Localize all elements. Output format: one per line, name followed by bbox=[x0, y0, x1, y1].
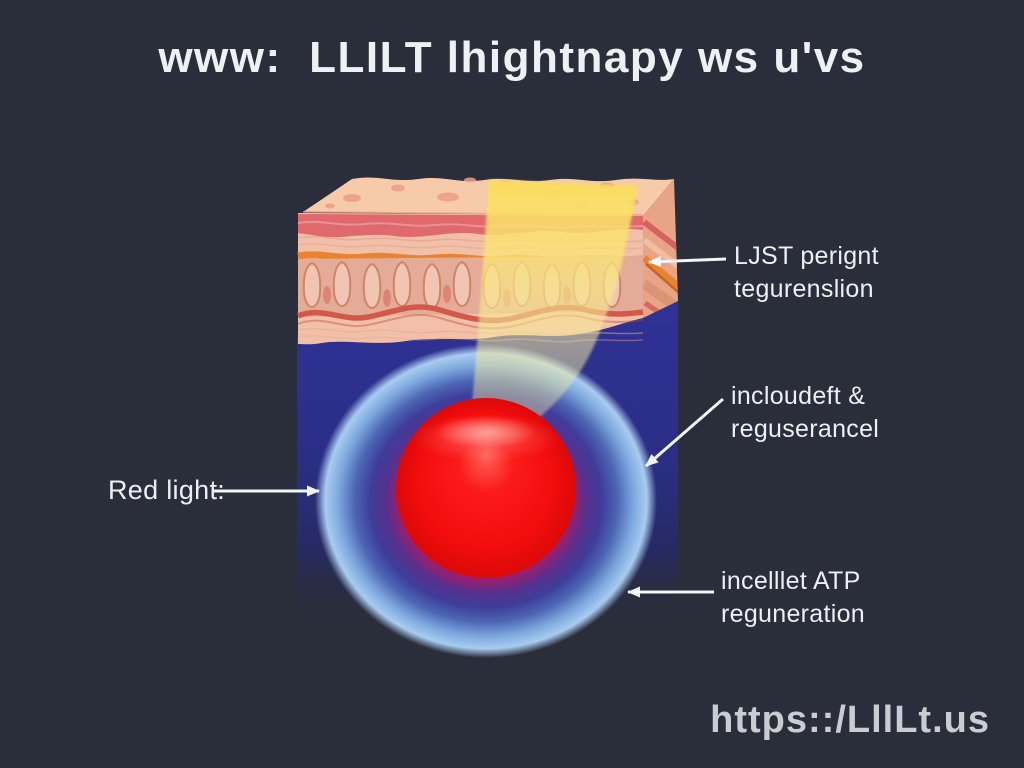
callout-scatter-label: incloudeft & reguserancel bbox=[731, 382, 880, 443]
footer-url: https::/LllLt.us bbox=[710, 699, 990, 741]
arrow-scatter bbox=[645, 397, 724, 468]
callout-skin-layer-label: LJST perignt tegurenslion bbox=[734, 242, 879, 303]
page-title: www: LLILT lhightnapy ws u'vs bbox=[158, 33, 866, 82]
light-beam bbox=[470, 180, 638, 429]
red-light-core bbox=[396, 398, 576, 578]
callout-red-light-label: Red light: bbox=[108, 475, 226, 505]
arrow-skin-layer bbox=[648, 256, 727, 268]
callout-atp-label: incelllet ATP reguneration bbox=[721, 567, 865, 628]
